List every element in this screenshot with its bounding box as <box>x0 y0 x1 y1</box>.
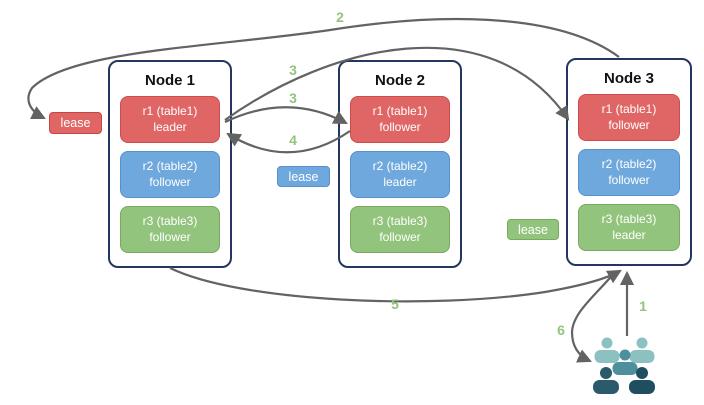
lease-badge-table2: lease <box>277 166 330 187</box>
step-label-5: 5 <box>391 296 399 312</box>
step-label-1: 1 <box>639 298 647 314</box>
replica-name: r2 (table2) <box>142 158 198 173</box>
replica-name: r2 (table2) <box>601 156 657 171</box>
replica-role: leader <box>612 227 646 242</box>
user-back-left <box>594 337 620 363</box>
replica-name: r3 (table3) <box>601 211 657 226</box>
replica-role: follower <box>379 119 421 134</box>
lease-badge-table3: lease <box>507 219 559 240</box>
users-group-icon <box>593 337 655 394</box>
replica-role: leader <box>153 119 187 134</box>
step-label-2: 2 <box>336 9 344 25</box>
user-front-right <box>629 367 655 394</box>
replica-role: follower <box>608 172 650 187</box>
step-label-4: 4 <box>289 132 297 148</box>
replica-name: r1 (table1) <box>142 103 198 118</box>
replica-node3-r1: r1 (table1) follower <box>578 94 680 141</box>
replica-role: follower <box>149 174 191 189</box>
replica-name: r3 (table3) <box>372 213 428 228</box>
user-middle <box>612 349 638 375</box>
replica-node1-r1: r1 (table1) leader <box>120 96 220 143</box>
step-label-3a: 3 <box>289 62 297 78</box>
user-front-left <box>593 367 619 394</box>
replica-node2-r1: r1 (table1) follower <box>350 96 450 143</box>
replica-node2-r2: r2 (table2) leader <box>350 151 450 198</box>
node-3-title: Node 3 <box>603 70 654 87</box>
replica-node2-r3: r3 (table3) follower <box>350 206 450 253</box>
node-2-title: Node 2 <box>374 72 425 89</box>
lease-badge-table1: lease <box>49 112 102 134</box>
step-label-3b: 3 <box>289 90 297 106</box>
replica-role: follower <box>379 229 421 244</box>
user-back-right <box>629 337 655 363</box>
replica-name: r2 (table2) <box>372 158 428 173</box>
replica-name: r1 (table1) <box>601 101 657 116</box>
replica-node3-r3: r3 (table3) leader <box>578 204 680 251</box>
node-1-title: Node 1 <box>144 72 195 89</box>
replica-role: leader <box>383 174 417 189</box>
node-1-box: Node 1 r1 (table1) leader r2 (table2) fo… <box>108 60 232 268</box>
node-2-box: Node 2 r1 (table1) follower r2 (table2) … <box>338 60 462 268</box>
node-3-box: Node 3 r1 (table1) follower r2 (table2) … <box>566 58 692 266</box>
replica-node1-r2: r2 (table2) follower <box>120 151 220 198</box>
replica-name: r1 (table1) <box>372 103 428 118</box>
arrow-step3-node1-to-node2 <box>224 106 348 125</box>
replica-role: follower <box>149 229 191 244</box>
replica-name: r3 (table3) <box>142 213 198 228</box>
step-label-6: 6 <box>557 322 565 338</box>
replica-node3-r2: r2 (table2) follower <box>578 149 680 196</box>
replica-role: follower <box>608 117 650 132</box>
replica-node1-r3: r3 (table3) follower <box>120 206 220 253</box>
